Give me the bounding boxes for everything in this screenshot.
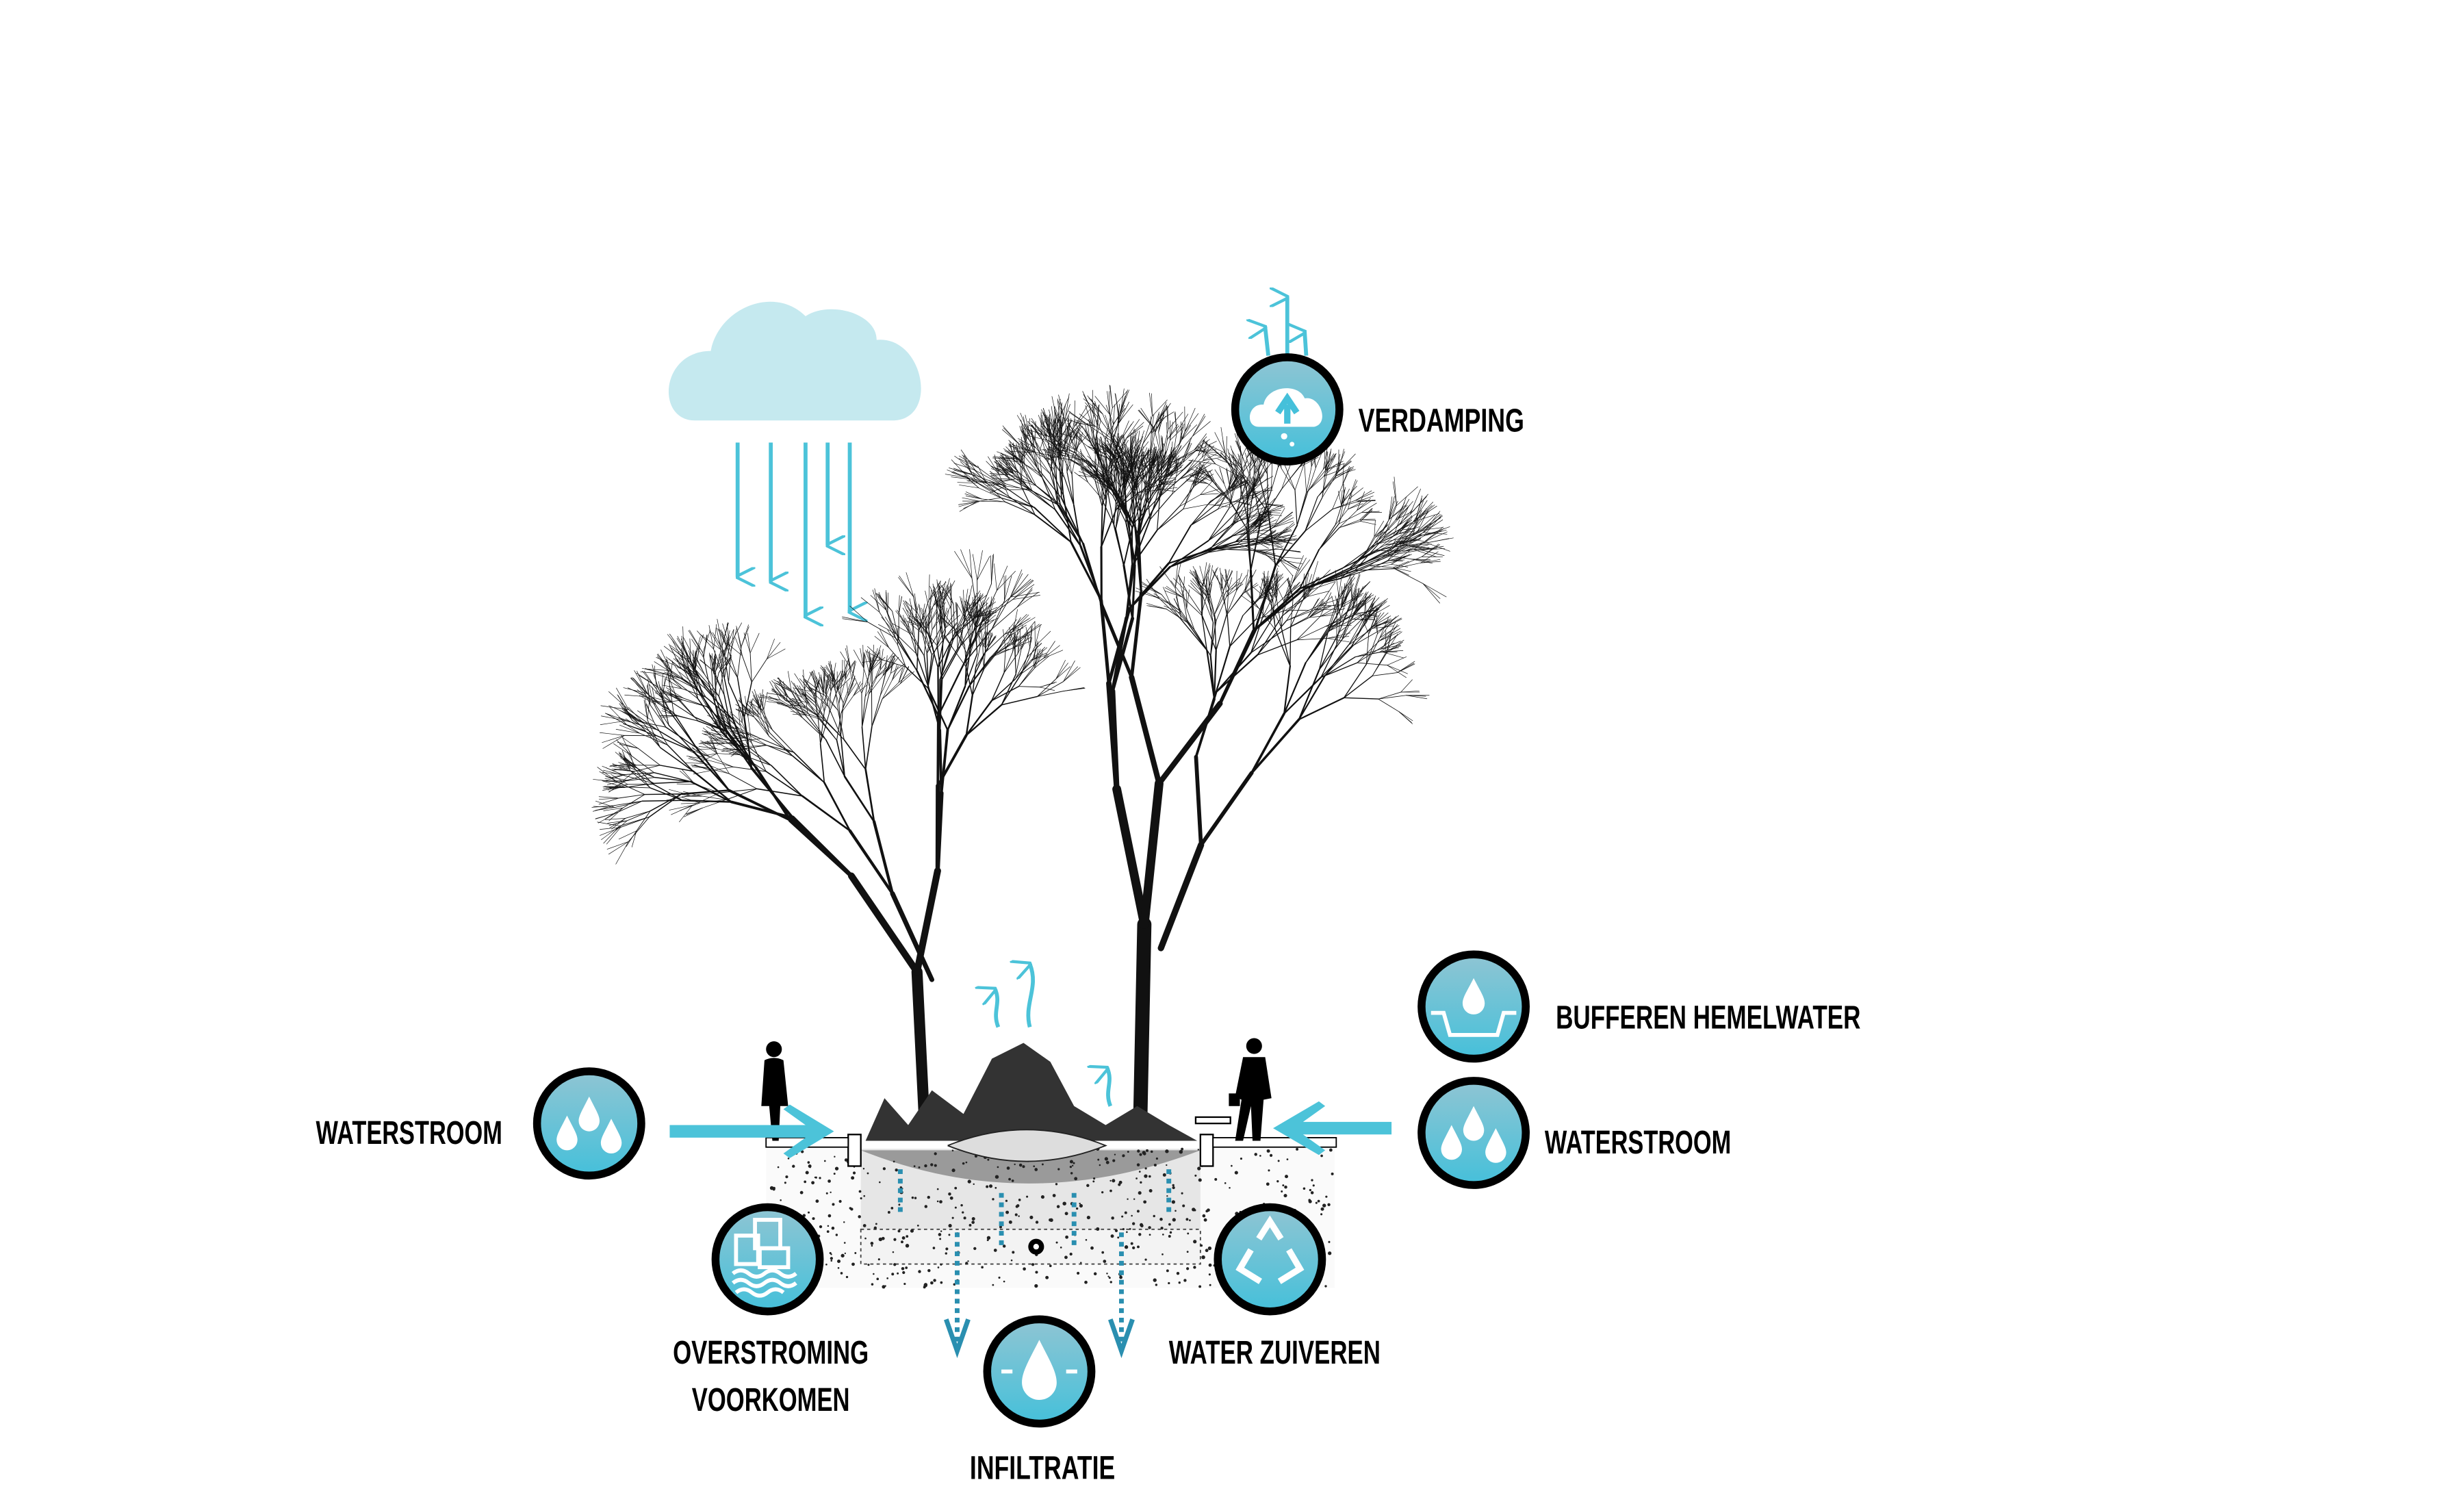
rain-cloud-icon [668, 301, 921, 421]
verdamping-label: VERDAMPING [1359, 402, 1524, 439]
waterstroom-right-label: WATERSTROOM [1545, 1124, 1731, 1161]
overstroming-voorkomen-icon[interactable] [711, 1203, 824, 1316]
infiltratie-label: INFILTRATIE [970, 1449, 1115, 1486]
overstroming-label-line1: OVERSTROMING [673, 1334, 869, 1371]
waterstroom-right-icon[interactable] [1417, 1077, 1530, 1189]
soil-section [765, 1043, 1337, 1290]
waterstroom-arrow-left [669, 1104, 834, 1158]
water-zuiveren-recycle-icon[interactable] [1214, 1203, 1326, 1316]
verdamping-icon[interactable] [1231, 353, 1344, 465]
water-zuiveren-label: WATER ZUIVEREN [1169, 1334, 1381, 1371]
trees-illustration [591, 385, 1454, 1121]
overstroming-label-line2: VOORKOMEN [692, 1381, 850, 1418]
waterstroom-left-label: WATERSTROOM [316, 1114, 502, 1151]
evaporation-arrows [995, 297, 1309, 1107]
bufferen-hemelwater-icon[interactable] [1417, 950, 1530, 1063]
waterstroom-arrow-right [1273, 1101, 1392, 1156]
bufferen-hemelwater-label: BUFFEREN HEMELWATER [1556, 999, 1860, 1036]
plants-illustration [865, 1043, 1198, 1141]
waterstroom-left-icon[interactable] [532, 1067, 645, 1180]
infiltration-arrows [897, 1169, 1172, 1358]
person-silhouette-left [761, 1041, 788, 1141]
person-silhouette-right [1229, 1038, 1272, 1141]
rain-arrows [735, 442, 850, 617]
infiltratie-icon[interactable] [983, 1315, 1096, 1428]
